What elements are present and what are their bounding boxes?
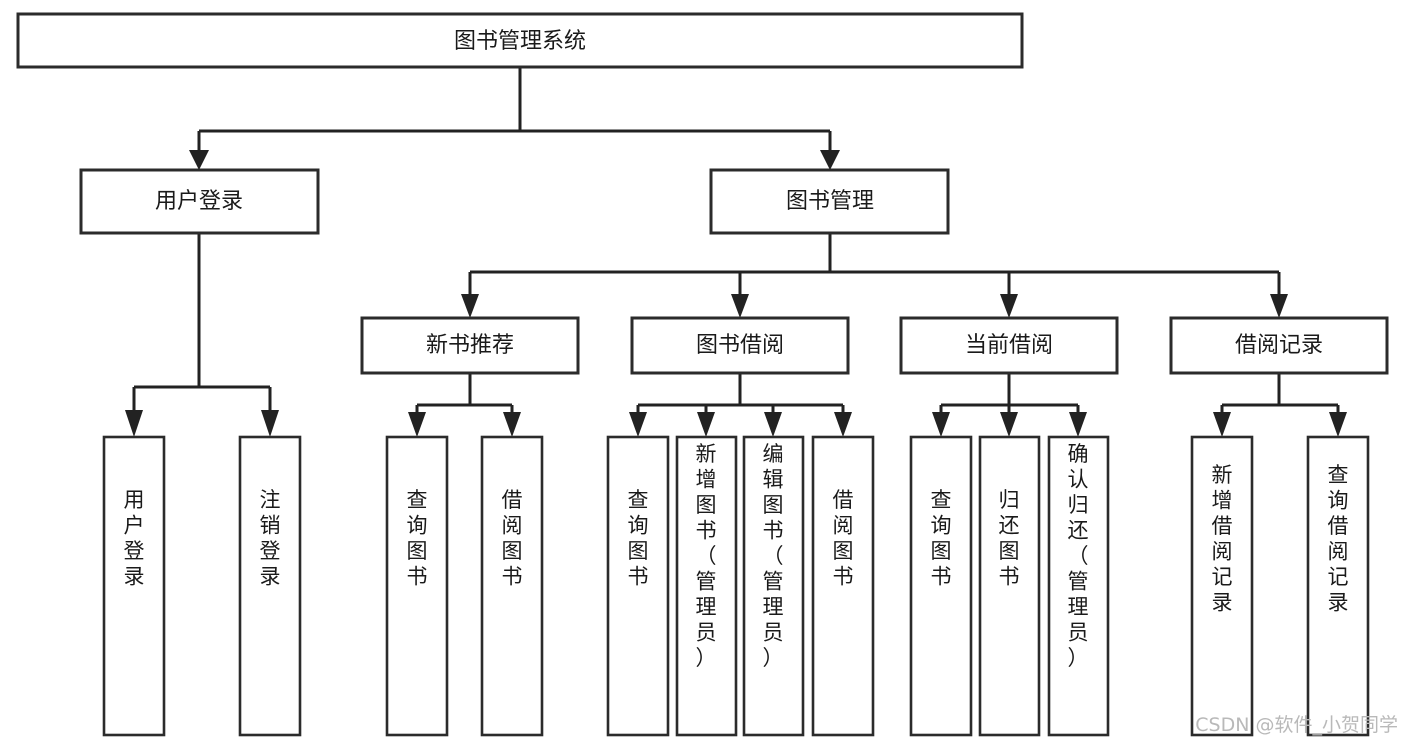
leaf-box-cb-return-book[interactable] [978,435,1041,737]
node-user-login-label: 用户登录 [155,189,243,214]
leaf-label-br-add-record: 新增借阅记录 [1212,463,1233,615]
leaf-node[interactable]: 用户登录 [102,435,166,737]
leaf-box-bb-search-book[interactable] [606,435,670,737]
leaf-node[interactable]: 查询图书 [909,435,973,737]
node-new-book-recommend-label: 新书推荐 [426,333,514,358]
leaf-label-nbr-borrow-book: 借阅图书 [502,488,523,589]
node-root-label: 图书管理系统 [454,29,586,54]
arrow-bb-leaf-2 [697,412,715,437]
arrow-root-to-user-login [189,150,209,170]
arrow-leaf-logout [261,410,279,437]
leaf-label-bb-borrow-book: 借阅图书 [833,488,854,589]
leaf-node[interactable]: 查询借阅记录 [1306,435,1370,737]
csdn-watermark: CSDN @软件_小贺同学 [1195,714,1398,736]
leaf-label-logout: 注销登录 [260,488,281,589]
leaf-label-nbr-search-book: 查询图书 [407,488,428,589]
node-current-borrow-label: 当前借阅 [965,333,1053,358]
leaf-label-cb-confirm-return: 确认归还（管理员） [1068,442,1089,670]
node-current-borrow[interactable]: 当前借阅 [899,316,1119,375]
leaf-node[interactable]: 新增图书（管理员） [675,435,738,737]
arrow-nbr-leaf-2 [503,412,521,437]
leaf-label-bb-edit-book: 编辑图书（管理员） [763,442,784,670]
node-root[interactable]: 图书管理系统 [16,12,1024,69]
arrow-leaf-user-login [125,410,143,437]
leaf-box-cb-search-book[interactable] [909,435,973,737]
arrow-bb-leaf-1 [629,412,647,437]
leaf-label-bb-add-book: 新增图书（管理员） [696,442,717,670]
node-current-borrow-box[interactable] [899,316,1119,375]
node-book-borrow[interactable]: 图书借阅 [630,316,850,375]
leaf-box-user-login[interactable] [102,435,166,737]
node-book-borrow-label: 图书借阅 [696,333,784,358]
node-book-manage-box[interactable] [709,168,950,235]
leaf-node[interactable]: 确认归还（管理员） [1047,435,1110,737]
node-user-login-box[interactable] [79,168,320,235]
node-borrow-record-box[interactable] [1169,316,1389,375]
leaf-label-bb-search-book: 查询图书 [628,488,649,589]
arrow-to-book-borrow [731,294,749,318]
leaf-box-bb-add-book[interactable] [675,435,738,737]
node-root-box[interactable] [16,12,1024,69]
node-new-book-recommend-box[interactable] [360,316,580,375]
leaf-node[interactable]: 注销登录 [238,435,302,737]
arrow-root-to-book-manage [820,150,840,170]
node-book-manage[interactable]: 图书管理 [709,168,950,235]
leaf-box-bb-borrow-book[interactable] [811,435,875,737]
leaf-box-bb-edit-book[interactable] [742,435,805,737]
node-book-manage-label: 图书管理 [786,189,874,214]
node-book-borrow-box[interactable] [630,316,850,375]
leaf-box-nbr-search-book[interactable] [385,435,449,737]
node-new-book-recommend[interactable]: 新书推荐 [360,316,580,375]
leaf-node[interactable]: 归还图书 [978,435,1041,737]
leaf-node[interactable]: 编辑图书（管理员） [742,435,805,737]
leaf-label-cb-search-book: 查询图书 [931,488,952,589]
leaf-label-user-login: 用户登录 [124,488,145,589]
leaf-node[interactable]: 新增借阅记录 [1190,435,1254,737]
arrow-br-leaf-2 [1329,412,1347,437]
arrow-br-leaf-1 [1213,412,1231,437]
arrow-to-current-borrow [1000,294,1018,318]
arrow-cb-leaf-1 [932,412,950,437]
arrow-bb-leaf-4 [834,412,852,437]
leaf-box-br-search-record[interactable] [1306,435,1370,737]
arrow-cb-leaf-3 [1069,412,1087,437]
arrow-to-borrow-record [1270,294,1288,318]
leaf-node[interactable]: 查询图书 [606,435,670,737]
arrow-nbr-leaf-1 [408,412,426,437]
leaf-box-logout[interactable] [238,435,302,737]
leaf-node[interactable]: 查询图书 [385,435,449,737]
leaf-box-cb-confirm-return[interactable] [1047,435,1110,737]
leaf-node[interactable]: 借阅图书 [480,435,544,737]
leaf-box-br-add-record[interactable] [1190,435,1254,737]
leaf-label-cb-return-book: 归还图书 [999,488,1020,589]
connector-layer [125,67,1347,437]
leaf-node[interactable]: 借阅图书 [811,435,875,737]
node-borrow-record-label: 借阅记录 [1235,333,1323,358]
leaf-label-br-search-record: 查询借阅记录 [1328,463,1349,615]
node-borrow-record[interactable]: 借阅记录 [1169,316,1389,375]
node-user-login[interactable]: 用户登录 [79,168,320,235]
leaf-box-nbr-borrow-book[interactable] [480,435,544,737]
arrow-cb-leaf-2 [1000,412,1018,437]
arrow-bb-leaf-3 [764,412,782,437]
arrow-to-new-book-recommend [461,294,479,318]
